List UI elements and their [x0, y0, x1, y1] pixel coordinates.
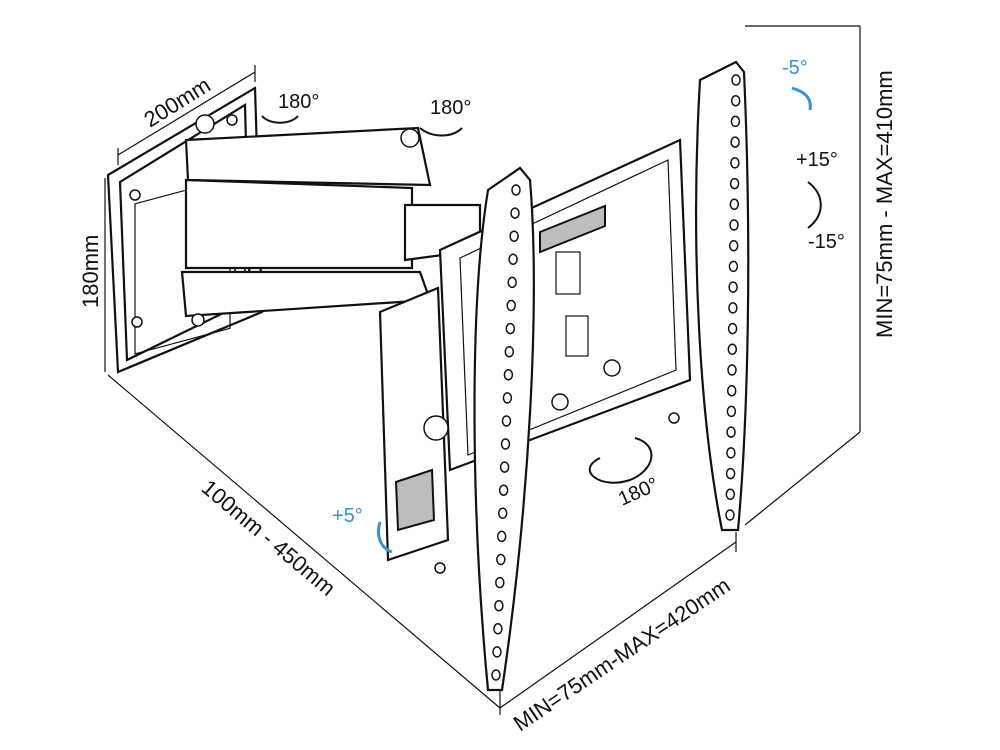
rail-hole: [730, 94, 741, 107]
rail-hole: [728, 302, 738, 314]
rail-hole: [730, 136, 740, 148]
rail-hole: [491, 669, 501, 681]
level-minus-label: -5°: [782, 57, 808, 79]
rail-hole: [511, 184, 521, 196]
rail-hole: [726, 405, 737, 418]
rail-hole: [500, 438, 511, 450]
rail-hole: [727, 322, 738, 335]
rail-hole: [731, 74, 741, 86]
tilt-arrow-icon: [807, 181, 822, 229]
rail-hole: [503, 369, 514, 381]
vesa-horizontal-label: MIN=75mm-MAX=420mm: [509, 573, 735, 737]
level-minus-arrow-icon: [791, 86, 812, 111]
rail-hole: [506, 299, 516, 312]
rail-hole: [730, 115, 741, 128]
rail-hole: [501, 415, 512, 427]
rail-hole: [726, 384, 737, 397]
wall-plate-height-label: 180mm: [78, 235, 103, 308]
extension-label: 100mm - 450mm: [197, 475, 340, 601]
rail-hole: [493, 623, 503, 635]
rail-hole: [509, 230, 519, 242]
rail-hole: [726, 447, 736, 459]
rail-hole: [728, 239, 739, 252]
rail-hole: [728, 260, 739, 273]
level-plus-label: +5°: [332, 505, 363, 527]
rail-hole: [505, 322, 516, 335]
tilt-up-label: +15°: [796, 149, 838, 171]
rail-hole: [494, 599, 504, 612]
rail-hole: [507, 276, 517, 289]
vertical-rail-left: [473, 166, 535, 692]
rail-hole: [498, 484, 509, 496]
rail-hole: [725, 467, 736, 480]
rail-hole: [729, 198, 740, 211]
rail-hole: [502, 392, 513, 404]
vesa-vertical-label: MIN=75mm - MAX=410mm: [872, 70, 897, 338]
rail-hole: [508, 253, 518, 266]
head-swivel-label: 180°: [615, 474, 662, 511]
arm-swivel-arrow-icon: [419, 127, 463, 137]
rail-hole: [728, 281, 738, 293]
rail-hole: [725, 488, 736, 501]
rail-hole: [725, 509, 735, 521]
wall-swivel-arrow-icon: [261, 115, 299, 124]
head-swivel-arrow-icon: [588, 437, 653, 484]
tilt-down-label: -15°: [808, 231, 845, 253]
wall-swivel-label: 180°: [278, 91, 319, 113]
rail-hole: [726, 426, 736, 438]
vertical-rail-right: [695, 60, 750, 532]
level-plus-arrow-icon: [377, 521, 393, 554]
rail-hole: [496, 553, 506, 566]
rail-hole: [497, 507, 508, 520]
rail-hole: [727, 343, 738, 356]
rail-hole: [499, 461, 510, 473]
dimension-lines: [104, 25, 861, 715]
rail-hole: [510, 207, 520, 219]
rail-hole: [496, 530, 507, 543]
rotation-arrows: [261, 86, 822, 554]
rail-hole: [504, 345, 515, 358]
rail-hole: [492, 646, 502, 658]
rail-hole: [730, 157, 740, 169]
swing-arm: [180, 114, 482, 327]
rail-hole: [495, 576, 505, 589]
rail-hole: [729, 219, 739, 231]
rail-hole: [729, 177, 740, 190]
arm-swivel-label: 180°: [430, 97, 471, 119]
rail-hole: [727, 364, 737, 376]
